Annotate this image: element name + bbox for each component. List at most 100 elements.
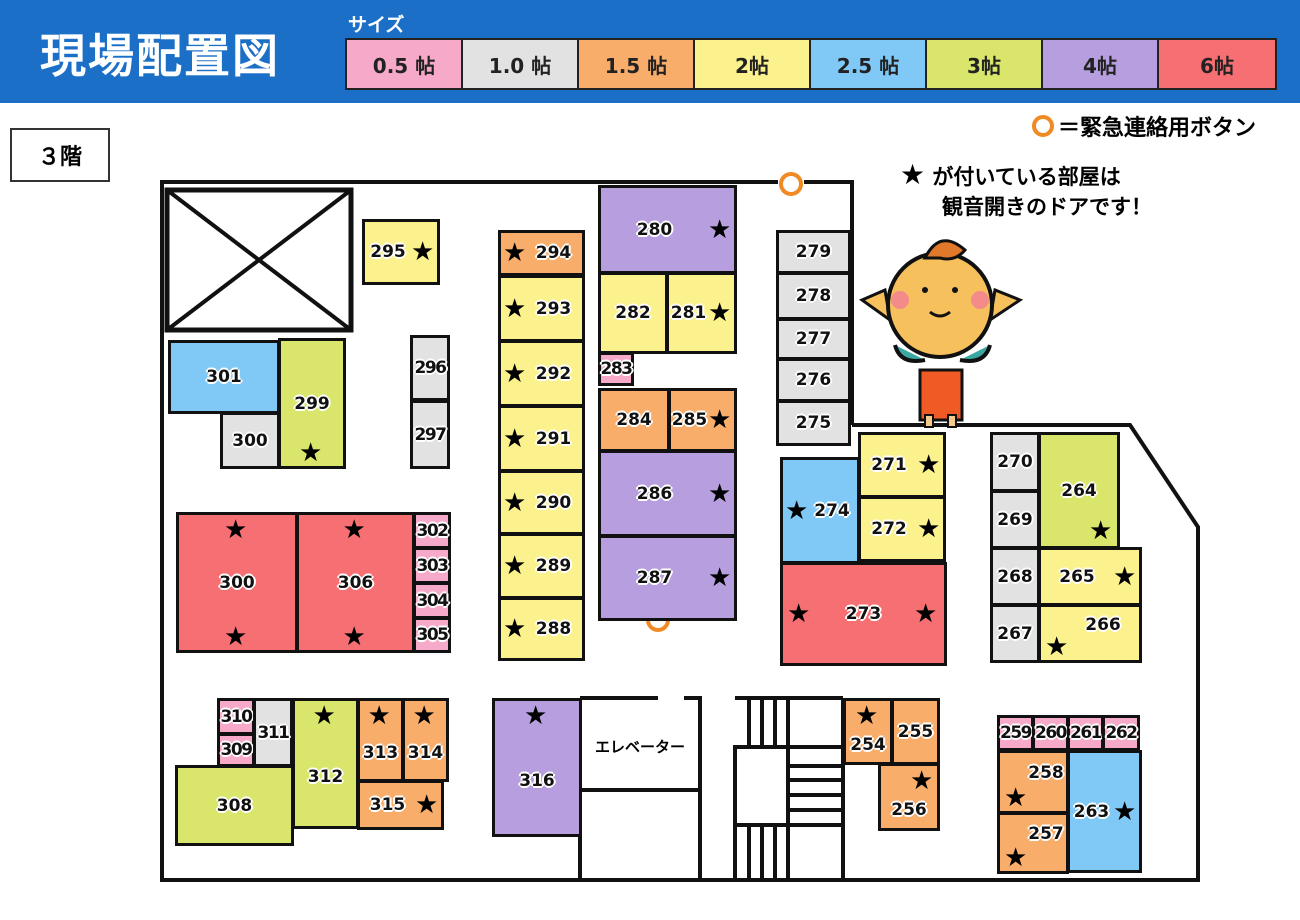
room-254[interactable]: 254★ xyxy=(843,698,893,765)
room-279[interactable]: 279 xyxy=(776,230,851,274)
room-number: 316 xyxy=(519,770,555,791)
room-286[interactable]: 286★ xyxy=(598,450,737,537)
room-310[interactable]: 310 xyxy=(217,698,255,735)
room-278[interactable]: 278 xyxy=(776,272,851,320)
room-258[interactable]: 258★ xyxy=(997,750,1069,814)
room-311[interactable]: 311 xyxy=(253,698,293,767)
double-door-star-icon: ★ xyxy=(503,614,527,644)
room-267[interactable]: 267 xyxy=(990,604,1040,663)
room-276[interactable]: 276 xyxy=(776,358,851,402)
room-number: 296 xyxy=(414,358,448,378)
room-number: 274 xyxy=(814,500,850,521)
double-door-star-icon: ★ xyxy=(503,238,527,268)
room-259[interactable]: 259 xyxy=(997,715,1034,751)
room-288[interactable]: 288 ★ xyxy=(498,597,585,661)
room-297[interactable]: 297 xyxy=(410,400,450,469)
room-305[interactable]: 305 xyxy=(413,617,451,653)
room-296[interactable]: 296 xyxy=(410,335,450,401)
star-note: ★ が付いている部屋は 観音開きのドアです！ xyxy=(900,160,1152,222)
room-270[interactable]: 270 xyxy=(990,432,1040,492)
room-number: 285 xyxy=(671,410,708,430)
room-301[interactable]: 301 xyxy=(168,340,280,414)
room-313[interactable]: 313 ★ xyxy=(357,698,404,782)
room-277[interactable]: 277 xyxy=(776,318,851,360)
room-266[interactable]: 266★ xyxy=(1038,604,1142,663)
room-287[interactable]: 287★ xyxy=(598,535,737,621)
room-number: 313 xyxy=(362,743,399,763)
room-308[interactable]: 308 xyxy=(175,765,294,846)
room-316[interactable]: 316★ xyxy=(492,698,582,837)
room-271[interactable]: 271★ xyxy=(858,432,946,498)
room-261[interactable]: 261 xyxy=(1067,715,1104,751)
room-314[interactable]: 314★ xyxy=(402,698,449,782)
room-265[interactable]: 265 ★ xyxy=(1038,547,1142,606)
room-number: 312 xyxy=(307,766,344,787)
room-292[interactable]: 292★ xyxy=(498,340,585,407)
room-281[interactable]: 281★ xyxy=(666,272,737,354)
room-263[interactable]: 263★ xyxy=(1067,750,1142,873)
room-309[interactable]: 309 xyxy=(217,733,255,767)
room-number: 278 xyxy=(795,286,832,306)
room-272[interactable]: 272★ xyxy=(858,496,946,562)
legend-item: 0.5 帖 xyxy=(347,40,463,88)
room-number: 287 xyxy=(636,568,673,588)
room-293[interactable]: 293★ xyxy=(498,275,585,342)
room-306[interactable]: 306★★ xyxy=(296,512,415,653)
room-300[interactable]: 300★★ xyxy=(176,512,298,653)
floor-label: ３階 xyxy=(10,128,110,182)
double-door-star-icon: ★ xyxy=(787,599,811,629)
double-door-star-icon: ★ xyxy=(855,701,879,731)
room-269[interactable]: 269 xyxy=(990,490,1040,549)
room-number: 311 xyxy=(257,722,291,743)
room-290[interactable]: 290★ xyxy=(498,470,585,535)
room-number: 293 xyxy=(535,298,572,319)
room-291[interactable]: 291★ xyxy=(498,405,585,472)
room-304[interactable]: 304 xyxy=(413,582,451,619)
room-285[interactable]: 285★ xyxy=(668,388,737,452)
room-282[interactable]: 282 xyxy=(598,272,668,354)
room-302[interactable]: 302 xyxy=(413,512,451,549)
room-number: 304 xyxy=(416,590,450,611)
room-315[interactable]: 315★ xyxy=(357,780,444,830)
room-number: 306 xyxy=(337,572,374,593)
room-260[interactable]: 260 xyxy=(1032,715,1069,751)
mascot-illustration xyxy=(858,239,1024,428)
room-number: 265 xyxy=(1059,566,1095,587)
room-284[interactable]: 284 xyxy=(598,388,670,452)
legend-item: 2.5 帖 xyxy=(811,40,927,88)
double-door-star-icon: ★ xyxy=(415,790,439,820)
room-274[interactable]: 274★ xyxy=(780,457,860,564)
star-icon: ★ xyxy=(900,158,926,191)
room-number: 263 xyxy=(1073,801,1110,822)
room-273[interactable]: 273★★ xyxy=(780,562,947,666)
room-number: 281 xyxy=(670,303,707,323)
room-number: 303 xyxy=(416,555,450,576)
room-number: 300 xyxy=(232,430,268,451)
room-280[interactable]: 280★ xyxy=(598,185,737,274)
room-number: 257 xyxy=(1028,824,1064,844)
room-294[interactable]: 294★ xyxy=(498,230,585,276)
room-257[interactable]: 257★ xyxy=(997,812,1069,874)
elevator-label: エレベーター xyxy=(595,738,686,756)
room-number: 259 xyxy=(1000,723,1033,743)
room-262[interactable]: 262 xyxy=(1102,715,1140,751)
room-299[interactable]: 299★ xyxy=(278,338,346,469)
room-289[interactable]: 289★ xyxy=(498,533,585,599)
room-303[interactable]: 303 xyxy=(413,547,451,584)
room-268[interactable]: 268 xyxy=(990,547,1040,606)
room-256[interactable]: 256★ xyxy=(878,763,940,831)
room-number: 288 xyxy=(535,619,572,639)
double-door-star-icon: ★ xyxy=(785,495,809,526)
room-255[interactable]: 255 xyxy=(891,698,940,765)
room-number: 277 xyxy=(795,329,832,349)
room-295[interactable]: 295★ xyxy=(362,219,440,285)
double-door-star-icon: ★ xyxy=(910,766,934,796)
room-283[interactable]: 283 xyxy=(598,352,634,386)
double-door-star-icon: ★ xyxy=(1113,561,1137,592)
double-door-star-icon: ★ xyxy=(367,701,391,731)
room-275[interactable]: 275 xyxy=(776,400,851,446)
room-300[interactable]: 300 xyxy=(220,412,280,469)
room-264[interactable]: 264★ xyxy=(1038,432,1120,549)
room-number: 300 xyxy=(219,572,255,593)
room-312[interactable]: 312★ xyxy=(292,698,359,829)
